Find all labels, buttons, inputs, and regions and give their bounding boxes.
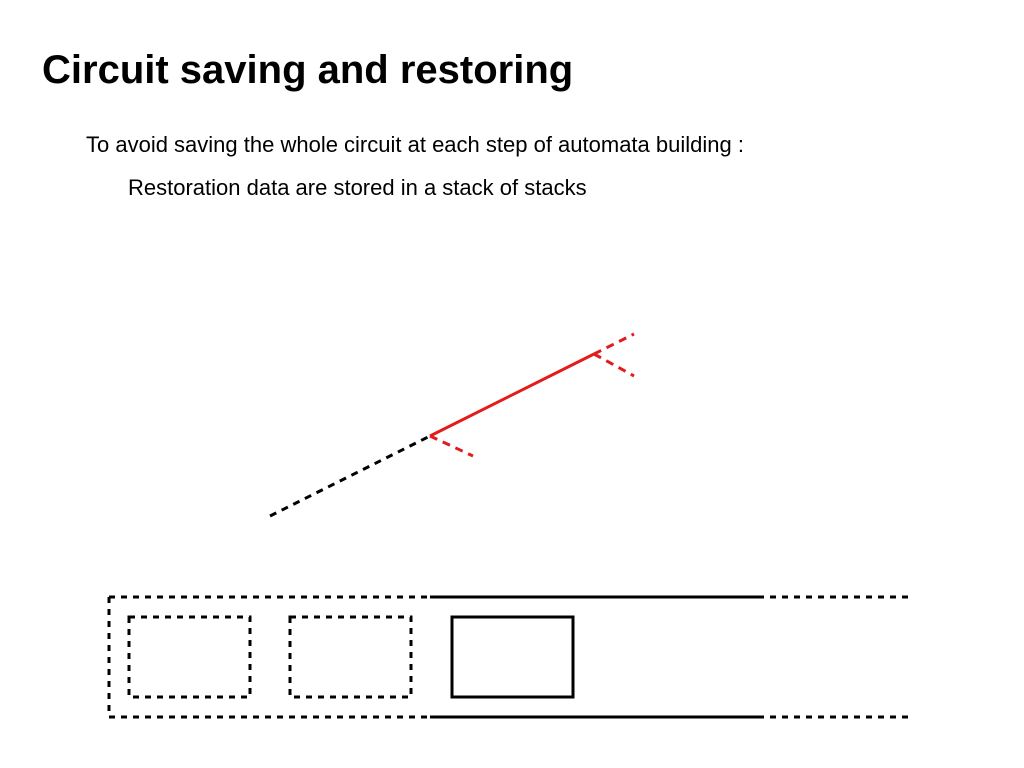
inner-stack-saved-1: [127, 615, 252, 699]
inner-stack-saved-2: [288, 615, 413, 699]
outer-stack-container: [107, 595, 908, 719]
red-branch-lower-dashed: [429, 434, 474, 458]
bullet-point-level-2: Restoration data are stored in a stack o…: [128, 175, 587, 200]
slide-title: Circuit saving and restoring: [42, 48, 574, 92]
red-branch-top-dashed: [593, 332, 635, 356]
bullet-point-level-1: To avoid saving the whole circuit at eac…: [86, 132, 744, 157]
previous-path-dashed-line: [269, 434, 431, 518]
automaton-path-sketch: [269, 332, 635, 518]
inner-stack-current: [450, 615, 575, 699]
red-branch-right-dashed: [593, 352, 635, 378]
current-path-red-line: [429, 352, 595, 438]
